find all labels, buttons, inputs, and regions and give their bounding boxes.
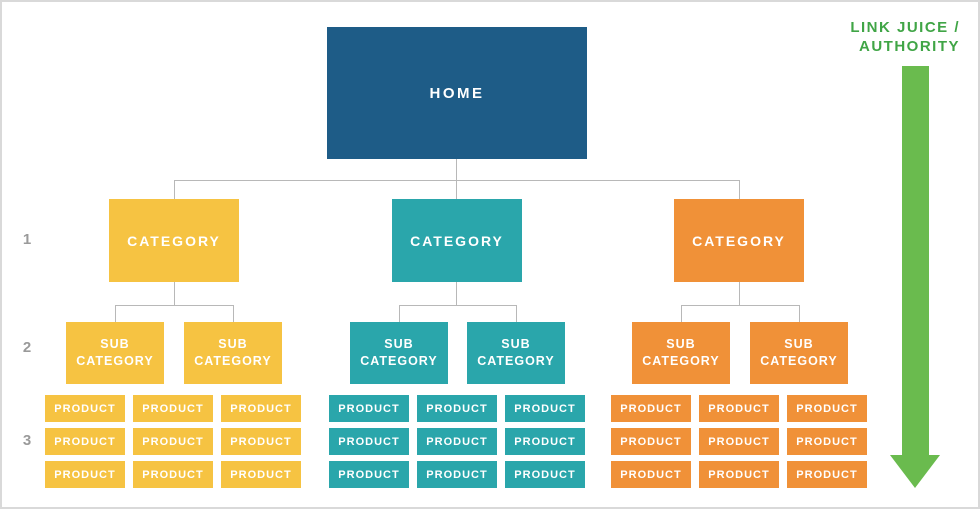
product-box: PRODUCT [221,428,301,455]
product-box: PRODUCT [611,395,691,422]
connector-line [681,305,682,322]
product-box: PRODUCT [611,461,691,488]
product-box: PRODUCT [417,461,497,488]
level-1-label: 1 [22,231,32,248]
connector-line [739,282,740,305]
connector-line [399,305,516,306]
product-box: PRODUCT [221,461,301,488]
subcategory-box: SUB CATEGORY [467,322,565,384]
link-juice-authority-label: LINK JUICE / AUTHORITY [850,18,960,56]
product-grid-orange: PRODUCT PRODUCT PRODUCT PRODUCT PRODUCT … [611,395,867,488]
product-box: PRODUCT [329,461,409,488]
product-box: PRODUCT [505,461,585,488]
category-box-yellow: CATEGORY [109,199,239,282]
product-box: PRODUCT [45,428,125,455]
connector-line [456,282,457,305]
subcategory-box: SUB CATEGORY [184,322,282,384]
product-box: PRODUCT [787,395,867,422]
product-box: PRODUCT [329,428,409,455]
connector-line [115,305,116,322]
product-box: PRODUCT [329,395,409,422]
level-2-label: 2 [22,339,32,356]
product-box: PRODUCT [221,395,301,422]
connector-line [739,180,740,199]
product-box: PRODUCT [45,395,125,422]
subcategory-box: SUB CATEGORY [750,322,848,384]
product-grid-teal: PRODUCT PRODUCT PRODUCT PRODUCT PRODUCT … [329,395,585,488]
product-box: PRODUCT [699,395,779,422]
product-box: PRODUCT [133,428,213,455]
down-arrow-head-icon [890,455,940,488]
product-box: PRODUCT [45,461,125,488]
product-box: PRODUCT [699,428,779,455]
connector-line [456,180,457,199]
connector-line [174,180,175,199]
product-box: PRODUCT [505,428,585,455]
category-box-teal: CATEGORY [392,199,522,282]
product-box: PRODUCT [611,428,691,455]
connector-line [799,305,800,322]
subcategory-box: SUB CATEGORY [632,322,730,384]
product-box: PRODUCT [787,461,867,488]
connector-line [681,305,799,306]
product-box: PRODUCT [699,461,779,488]
product-box: PRODUCT [133,395,213,422]
connector-line [174,282,175,305]
product-box: PRODUCT [505,395,585,422]
product-box: PRODUCT [417,428,497,455]
product-box: PRODUCT [133,461,213,488]
connector-line [174,180,740,181]
connector-line [399,305,400,322]
subcategory-box: SUB CATEGORY [66,322,164,384]
product-box: PRODUCT [787,428,867,455]
legend-line-1: LINK JUICE / [850,19,960,36]
connector-line [115,305,233,306]
connector-line [233,305,234,322]
home-box: HOME [327,27,587,159]
subcategory-box: SUB CATEGORY [350,322,448,384]
category-box-orange: CATEGORY [674,199,804,282]
connector-line [456,159,457,180]
product-box: PRODUCT [417,395,497,422]
level-3-label: 3 [22,432,32,449]
connector-line [516,305,517,322]
legend-line-2: AUTHORITY [859,38,960,55]
down-arrow-icon [902,66,929,455]
product-grid-yellow: PRODUCT PRODUCT PRODUCT PRODUCT PRODUCT … [45,395,301,488]
